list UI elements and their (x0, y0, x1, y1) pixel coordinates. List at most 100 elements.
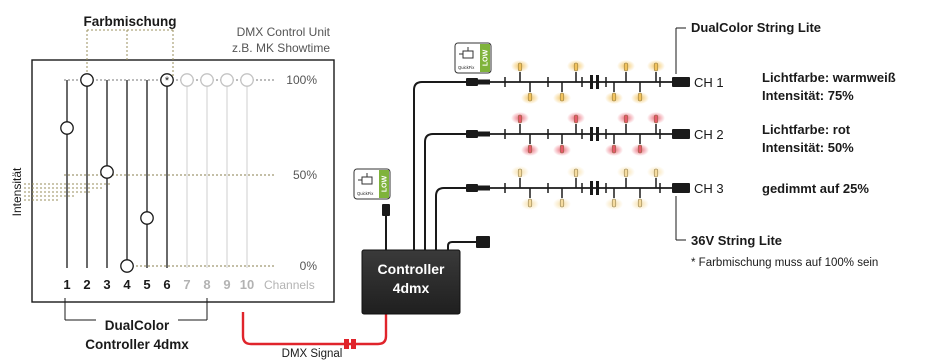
bulb (517, 114, 523, 124)
string-info-line1: Lichtfarbe: rot (762, 122, 851, 137)
string-splitter (590, 75, 593, 89)
controller-caption-line1: DualColor (105, 318, 170, 333)
bulb (559, 144, 565, 154)
bulb (611, 198, 617, 208)
channel-number: 6 (163, 277, 170, 292)
bulb (559, 198, 565, 208)
fader-knob (100, 165, 114, 179)
power-lead (382, 204, 390, 250)
bulb (653, 62, 659, 72)
channel-number: 3 (103, 277, 110, 292)
bulb (611, 144, 617, 154)
string-splitter (596, 181, 599, 195)
bulb (611, 92, 617, 102)
string-connector (466, 78, 478, 86)
string-splitter (596, 127, 599, 141)
bulb (623, 168, 629, 178)
fader-knob (180, 73, 194, 87)
string-connector (466, 184, 478, 192)
fader-knob (240, 73, 254, 87)
feed-cable (424, 133, 466, 250)
bulb (517, 62, 523, 72)
dmx-unit-label: DMX Control Unit (237, 25, 331, 39)
channel-label: CH 2 (694, 127, 724, 142)
fader-knob (140, 211, 154, 225)
string-end-cap (672, 77, 690, 87)
string-36v-title: 36V String Lite (691, 233, 782, 248)
quickfix-low-badge: QuickFix LOW (454, 42, 492, 74)
intensity-connectors (24, 183, 112, 201)
bulb (573, 62, 579, 72)
fader-knob (60, 121, 74, 135)
channel-number: 2 (83, 277, 90, 292)
string-connector (478, 185, 490, 191)
bulb (527, 144, 533, 154)
level-label: 100% (286, 73, 317, 87)
string-info-line2: Intensität: 50% (762, 140, 854, 155)
string-end-cap (672, 129, 690, 139)
feed-cable (435, 187, 466, 250)
low-stripe (480, 44, 490, 72)
string-splitter (590, 181, 593, 195)
string-title: DualColor String Lite (691, 20, 821, 35)
farbmischung-bracket (86, 29, 174, 80)
controller-box: Controller 4dmx (361, 249, 461, 315)
fader-knob-marker: * (165, 75, 170, 87)
string-info-line1: gedimmt auf 25% (762, 181, 869, 196)
fader-knob (200, 73, 214, 87)
faders: * (60, 73, 254, 273)
dmx-connector (351, 339, 356, 349)
channel-number: 7 (183, 277, 190, 292)
string-info-line1: Lichtfarbe: warmweiß (762, 70, 896, 85)
string-splitter (590, 127, 593, 141)
bulb (517, 168, 523, 178)
dmx-signal-label: DMX Signal (282, 348, 343, 360)
channel-number: 5 (143, 277, 150, 292)
feed-cable (413, 81, 466, 250)
quickfix-label: QuickFix (458, 65, 475, 70)
fader-knob (120, 259, 134, 273)
channel-label: CH 1 (694, 75, 724, 90)
low-label: LOW (382, 175, 389, 192)
bulb (573, 168, 579, 178)
bulb (623, 114, 629, 124)
bulb (527, 92, 533, 102)
string-connector (478, 131, 490, 137)
string-connector (478, 79, 490, 85)
channel-number: 1 (63, 277, 70, 292)
controller-caption-line2: Controller 4dmx (85, 337, 189, 352)
quickfix-low-badge: QuickFix LOW (353, 168, 391, 200)
quickfix-label: QuickFix (357, 191, 374, 196)
bulb (637, 198, 643, 208)
dmx-unit-sublabel: z.B. MK Showtime (232, 41, 330, 55)
string-annotations: DualColor String Lite 36V String Lite * … (675, 20, 878, 269)
farbmischung-label: Farbmischung (83, 14, 176, 29)
dmx-signal-cable: DMX Signal (241, 312, 388, 360)
dmx-connector (344, 339, 349, 349)
controller-box-line1: Controller (378, 261, 445, 277)
channel-number: 8 (203, 277, 210, 292)
level-label: 0% (300, 259, 318, 273)
bulb (653, 168, 659, 178)
low-label: LOW (483, 49, 490, 66)
bulb (559, 92, 565, 102)
controller-body (361, 249, 461, 315)
string-splitter (596, 75, 599, 89)
string-connector (466, 130, 478, 138)
fader-knob (80, 73, 94, 87)
level-label: 50% (293, 168, 317, 182)
bulb (637, 92, 643, 102)
bulb (623, 62, 629, 72)
dmx-control-panel: Farbmischung DMX Control Unit z.B. MK Sh… (10, 14, 335, 352)
intensity-axis-label: Intensität (10, 167, 24, 216)
channel-number: 9 (223, 277, 230, 292)
panel-frame (31, 59, 335, 303)
channel-label: CH 3 (694, 181, 724, 196)
string-end-cap (672, 183, 690, 193)
